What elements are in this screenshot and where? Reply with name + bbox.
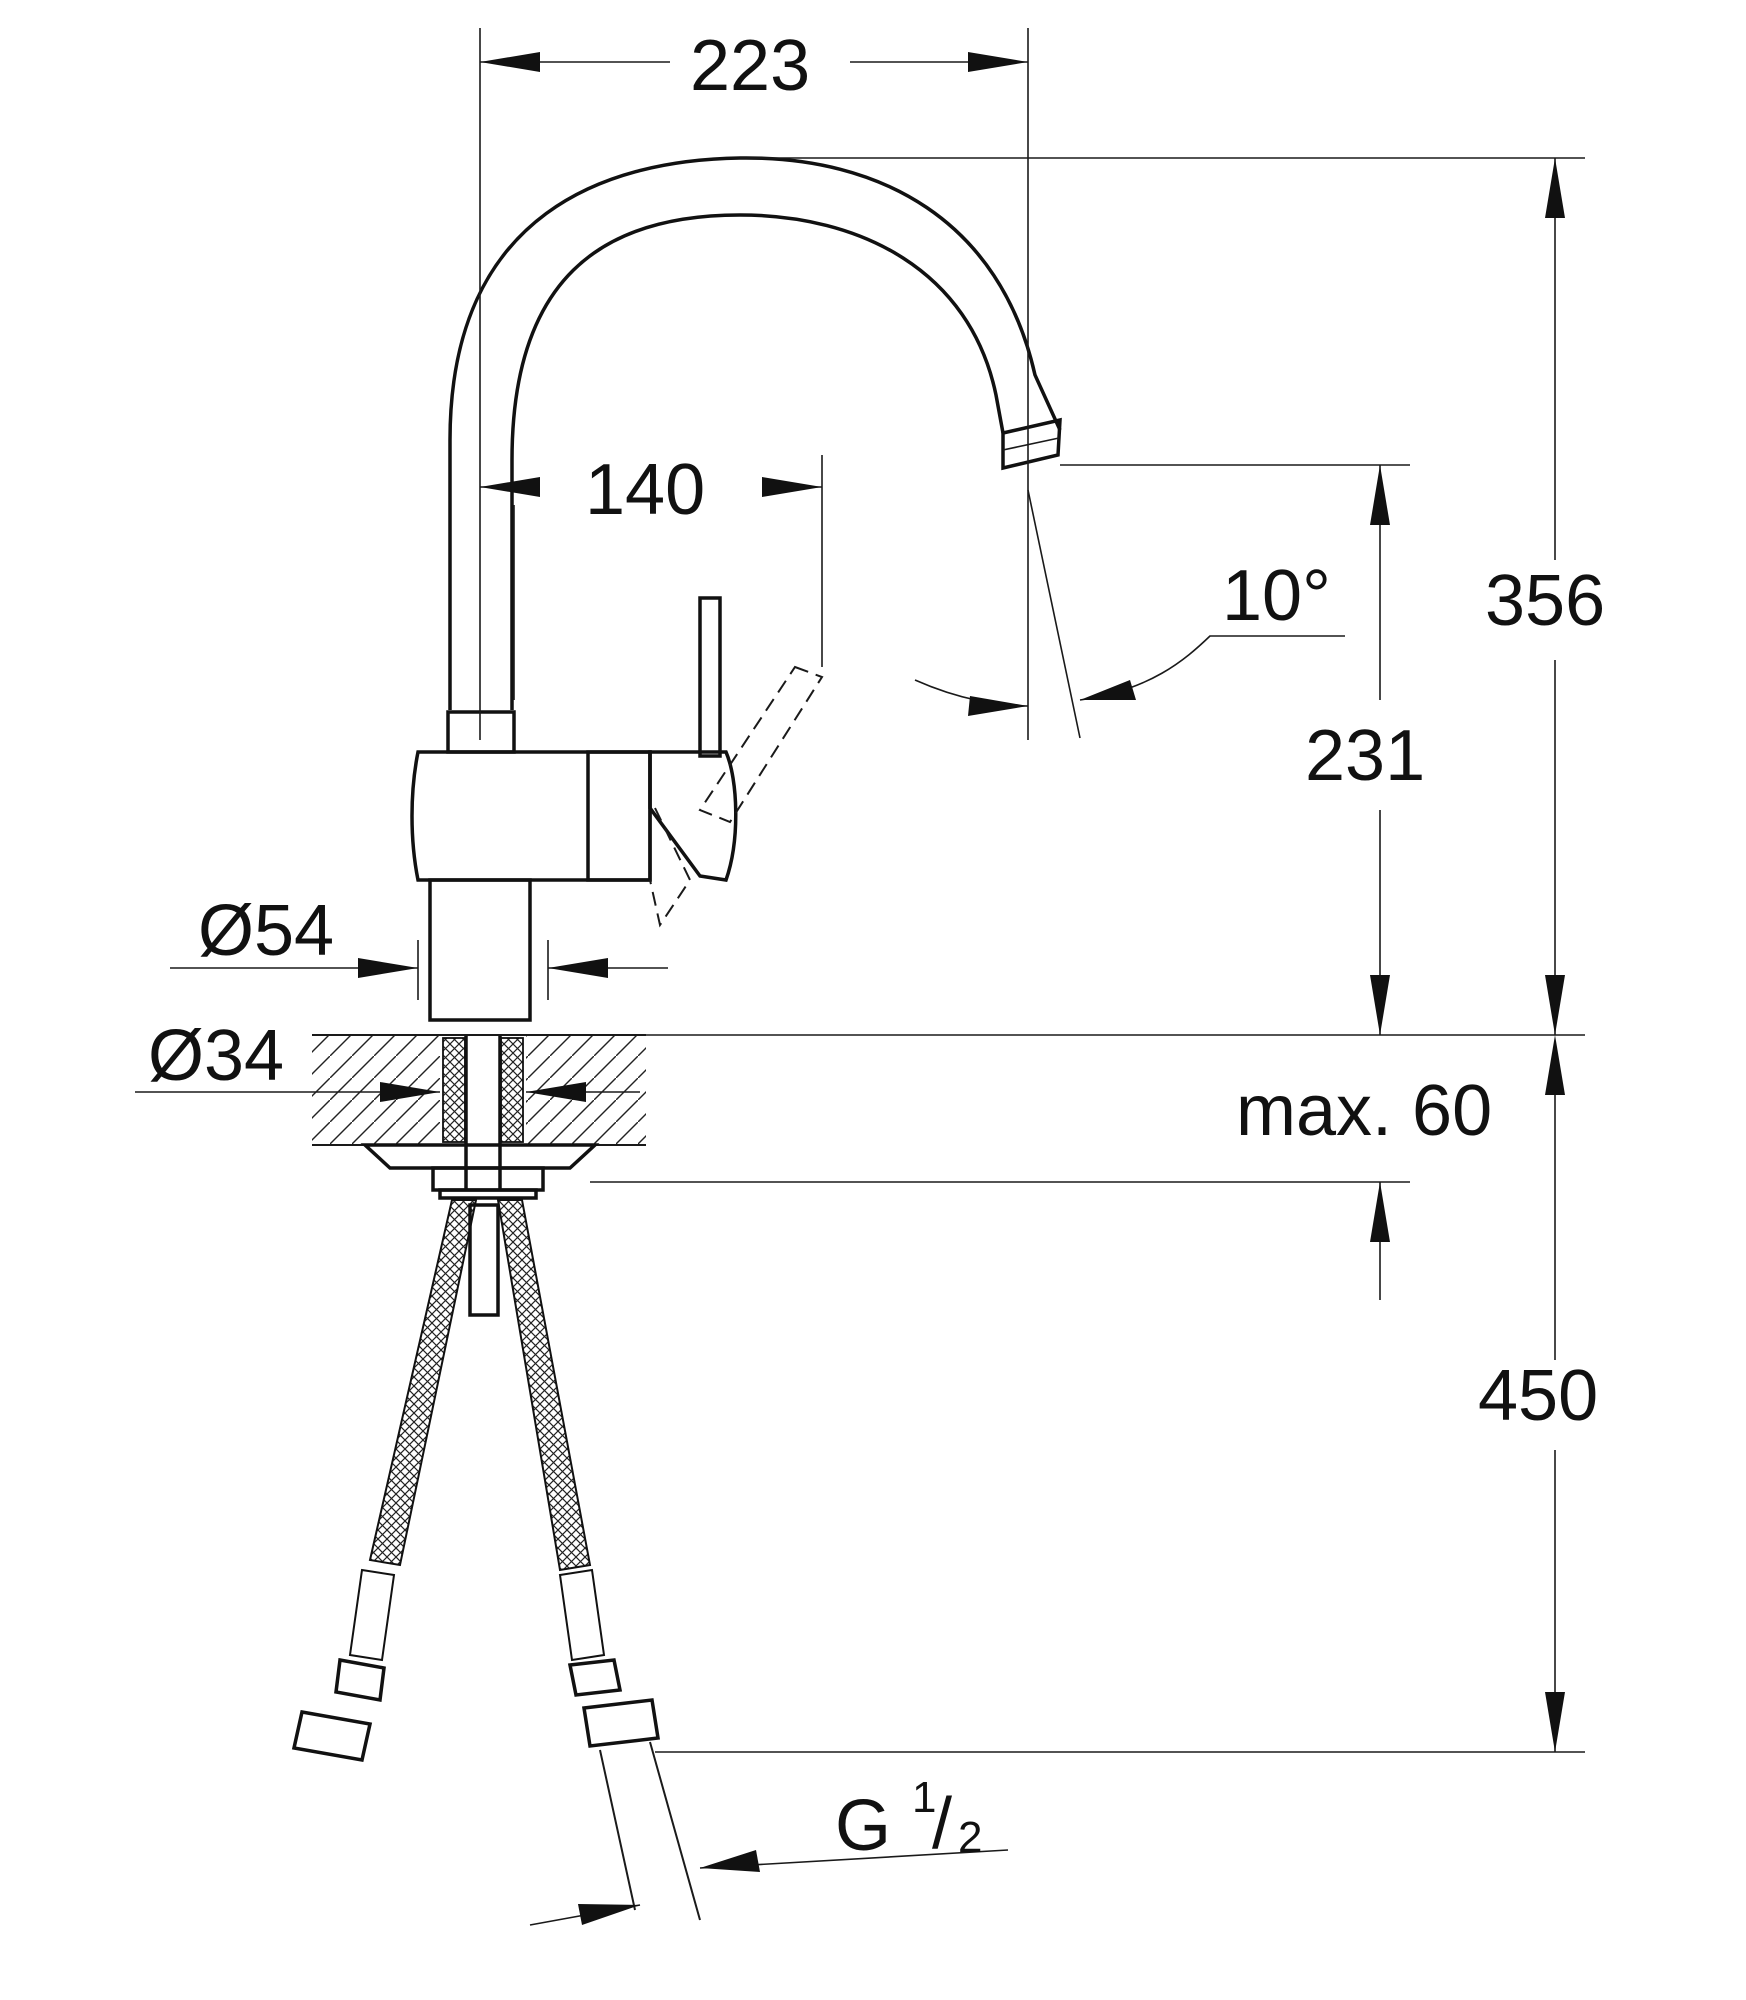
dimension-labels: 223 140 10° 356 231 Ø54 Ø34 max. 60 450 … (148, 26, 1605, 1866)
dim-lever-clearance: 140 (585, 450, 705, 530)
faucet-body (410, 596, 738, 1022)
dim-spout-height: 231 (1305, 716, 1425, 796)
dim-hose-length: 450 (1478, 1356, 1598, 1436)
dim-max-deck-thickness: max. 60 (1236, 1071, 1492, 1151)
dim-thread-numerator: 1 (912, 1773, 936, 1822)
dim-hole-diameter: Ø34 (148, 1016, 284, 1096)
counter-top (312, 1034, 646, 1200)
lever-alternate-position (649, 665, 824, 928)
dim-connection-thread: G (835, 1786, 891, 1866)
dim-thread-slash: / (932, 1784, 952, 1864)
supply-hoses (291, 1199, 701, 1921)
dim-total-height: 356 (1485, 561, 1605, 641)
spout (448, 156, 1062, 710)
dim-base-diameter: Ø54 (198, 891, 334, 971)
dim-spout-tilt: 10° (1222, 556, 1331, 636)
dim-thread-denominator: 2 (958, 1813, 982, 1862)
dimension-lines (135, 28, 1585, 1926)
dim-spout-reach: 223 (690, 26, 810, 106)
